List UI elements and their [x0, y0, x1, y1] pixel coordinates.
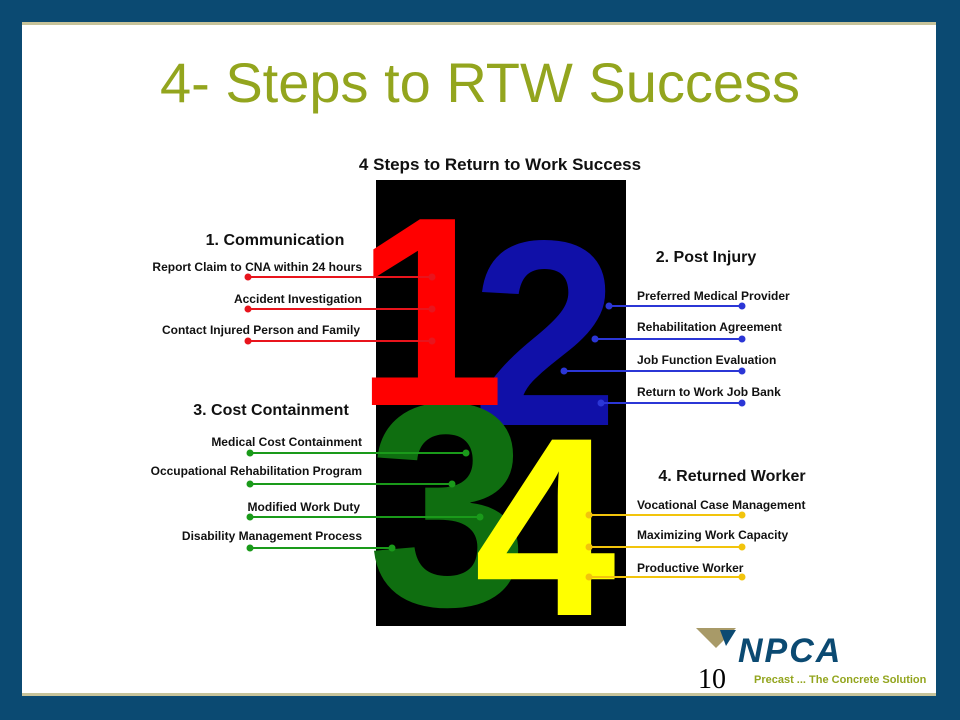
step-2-dot	[738, 399, 746, 407]
step-1-dot	[428, 273, 436, 281]
step-1-dot	[244, 273, 252, 281]
step-4-item: Vocational Case Management	[637, 498, 806, 512]
step-4-dot	[585, 573, 593, 581]
npca-logo: NPCA Precast ... The Concrete Solution	[696, 626, 936, 694]
step-2-dot	[597, 399, 605, 407]
slide-title: 4- Steps to RTW Success	[159, 51, 801, 114]
logo-wordmark: NPCA	[738, 632, 843, 670]
step-4-dot	[738, 543, 746, 551]
step-3-dot	[462, 449, 470, 457]
step-2-item: Job Function Evaluation	[637, 353, 776, 367]
step-2-dot	[738, 335, 746, 343]
step-2-item: Rehabilitation Agreement	[637, 320, 782, 334]
step-1-item: Contact Injured Person and Family	[162, 323, 360, 337]
step-1-dot	[428, 305, 436, 313]
step-2-dot	[605, 302, 613, 310]
step-3-item: Disability Management Process	[182, 529, 362, 543]
page-number: 10	[698, 664, 726, 695]
step-1-dot	[244, 337, 252, 345]
step-4-dot	[738, 573, 746, 581]
step-2-item: Preferred Medical Provider	[637, 289, 790, 303]
step-3-item: Occupational Rehabilitation Program	[151, 464, 362, 478]
step-2-dot	[560, 367, 568, 375]
step-2-label: 2. Post Injury	[656, 249, 757, 266]
step-3-item: Modified Work Duty	[248, 500, 361, 514]
step-3-dot	[246, 544, 254, 552]
logo-tagline: Precast ... The Concrete Solution	[754, 674, 927, 686]
step-3-label: 3. Cost Containment	[193, 402, 349, 419]
digits-panel	[376, 180, 626, 626]
step-3-dot	[246, 480, 254, 488]
step-4-dot	[585, 543, 593, 551]
step-1-item: Report Claim to CNA within 24 hours	[152, 260, 362, 274]
step-1-label: 1. Communication	[206, 232, 345, 249]
step-3-item: Medical Cost Containment	[211, 435, 362, 449]
step-1-dot	[428, 337, 436, 345]
digit-2: 2	[471, 186, 618, 482]
step-1-item: Accident Investigation	[234, 292, 362, 306]
step-3-dot	[476, 513, 484, 521]
step-3-dot	[448, 480, 456, 488]
step-2-dot	[738, 302, 746, 310]
step-4-dot	[585, 511, 593, 519]
diagram-heading: 4 Steps to Return to Work Success	[359, 155, 641, 174]
step-4-dot	[738, 511, 746, 519]
step-2-dot	[738, 367, 746, 375]
digit-4: 4	[474, 385, 616, 670]
step-1-dot	[244, 305, 252, 313]
step-4-item: Productive Worker	[637, 561, 744, 575]
digit-1: 1	[355, 162, 505, 463]
step-4-label: 4. Returned Worker	[658, 468, 805, 485]
step-4-item: Maximizing Work Capacity	[637, 528, 788, 542]
step-2-dot	[591, 335, 599, 343]
digit-3: 3	[367, 343, 528, 667]
logo-chevron-icon	[696, 628, 736, 648]
step-3-dot	[246, 449, 254, 457]
step-3-dot	[388, 544, 396, 552]
step-2-item: Return to Work Job Bank	[637, 385, 781, 399]
step-3-dot	[246, 513, 254, 521]
